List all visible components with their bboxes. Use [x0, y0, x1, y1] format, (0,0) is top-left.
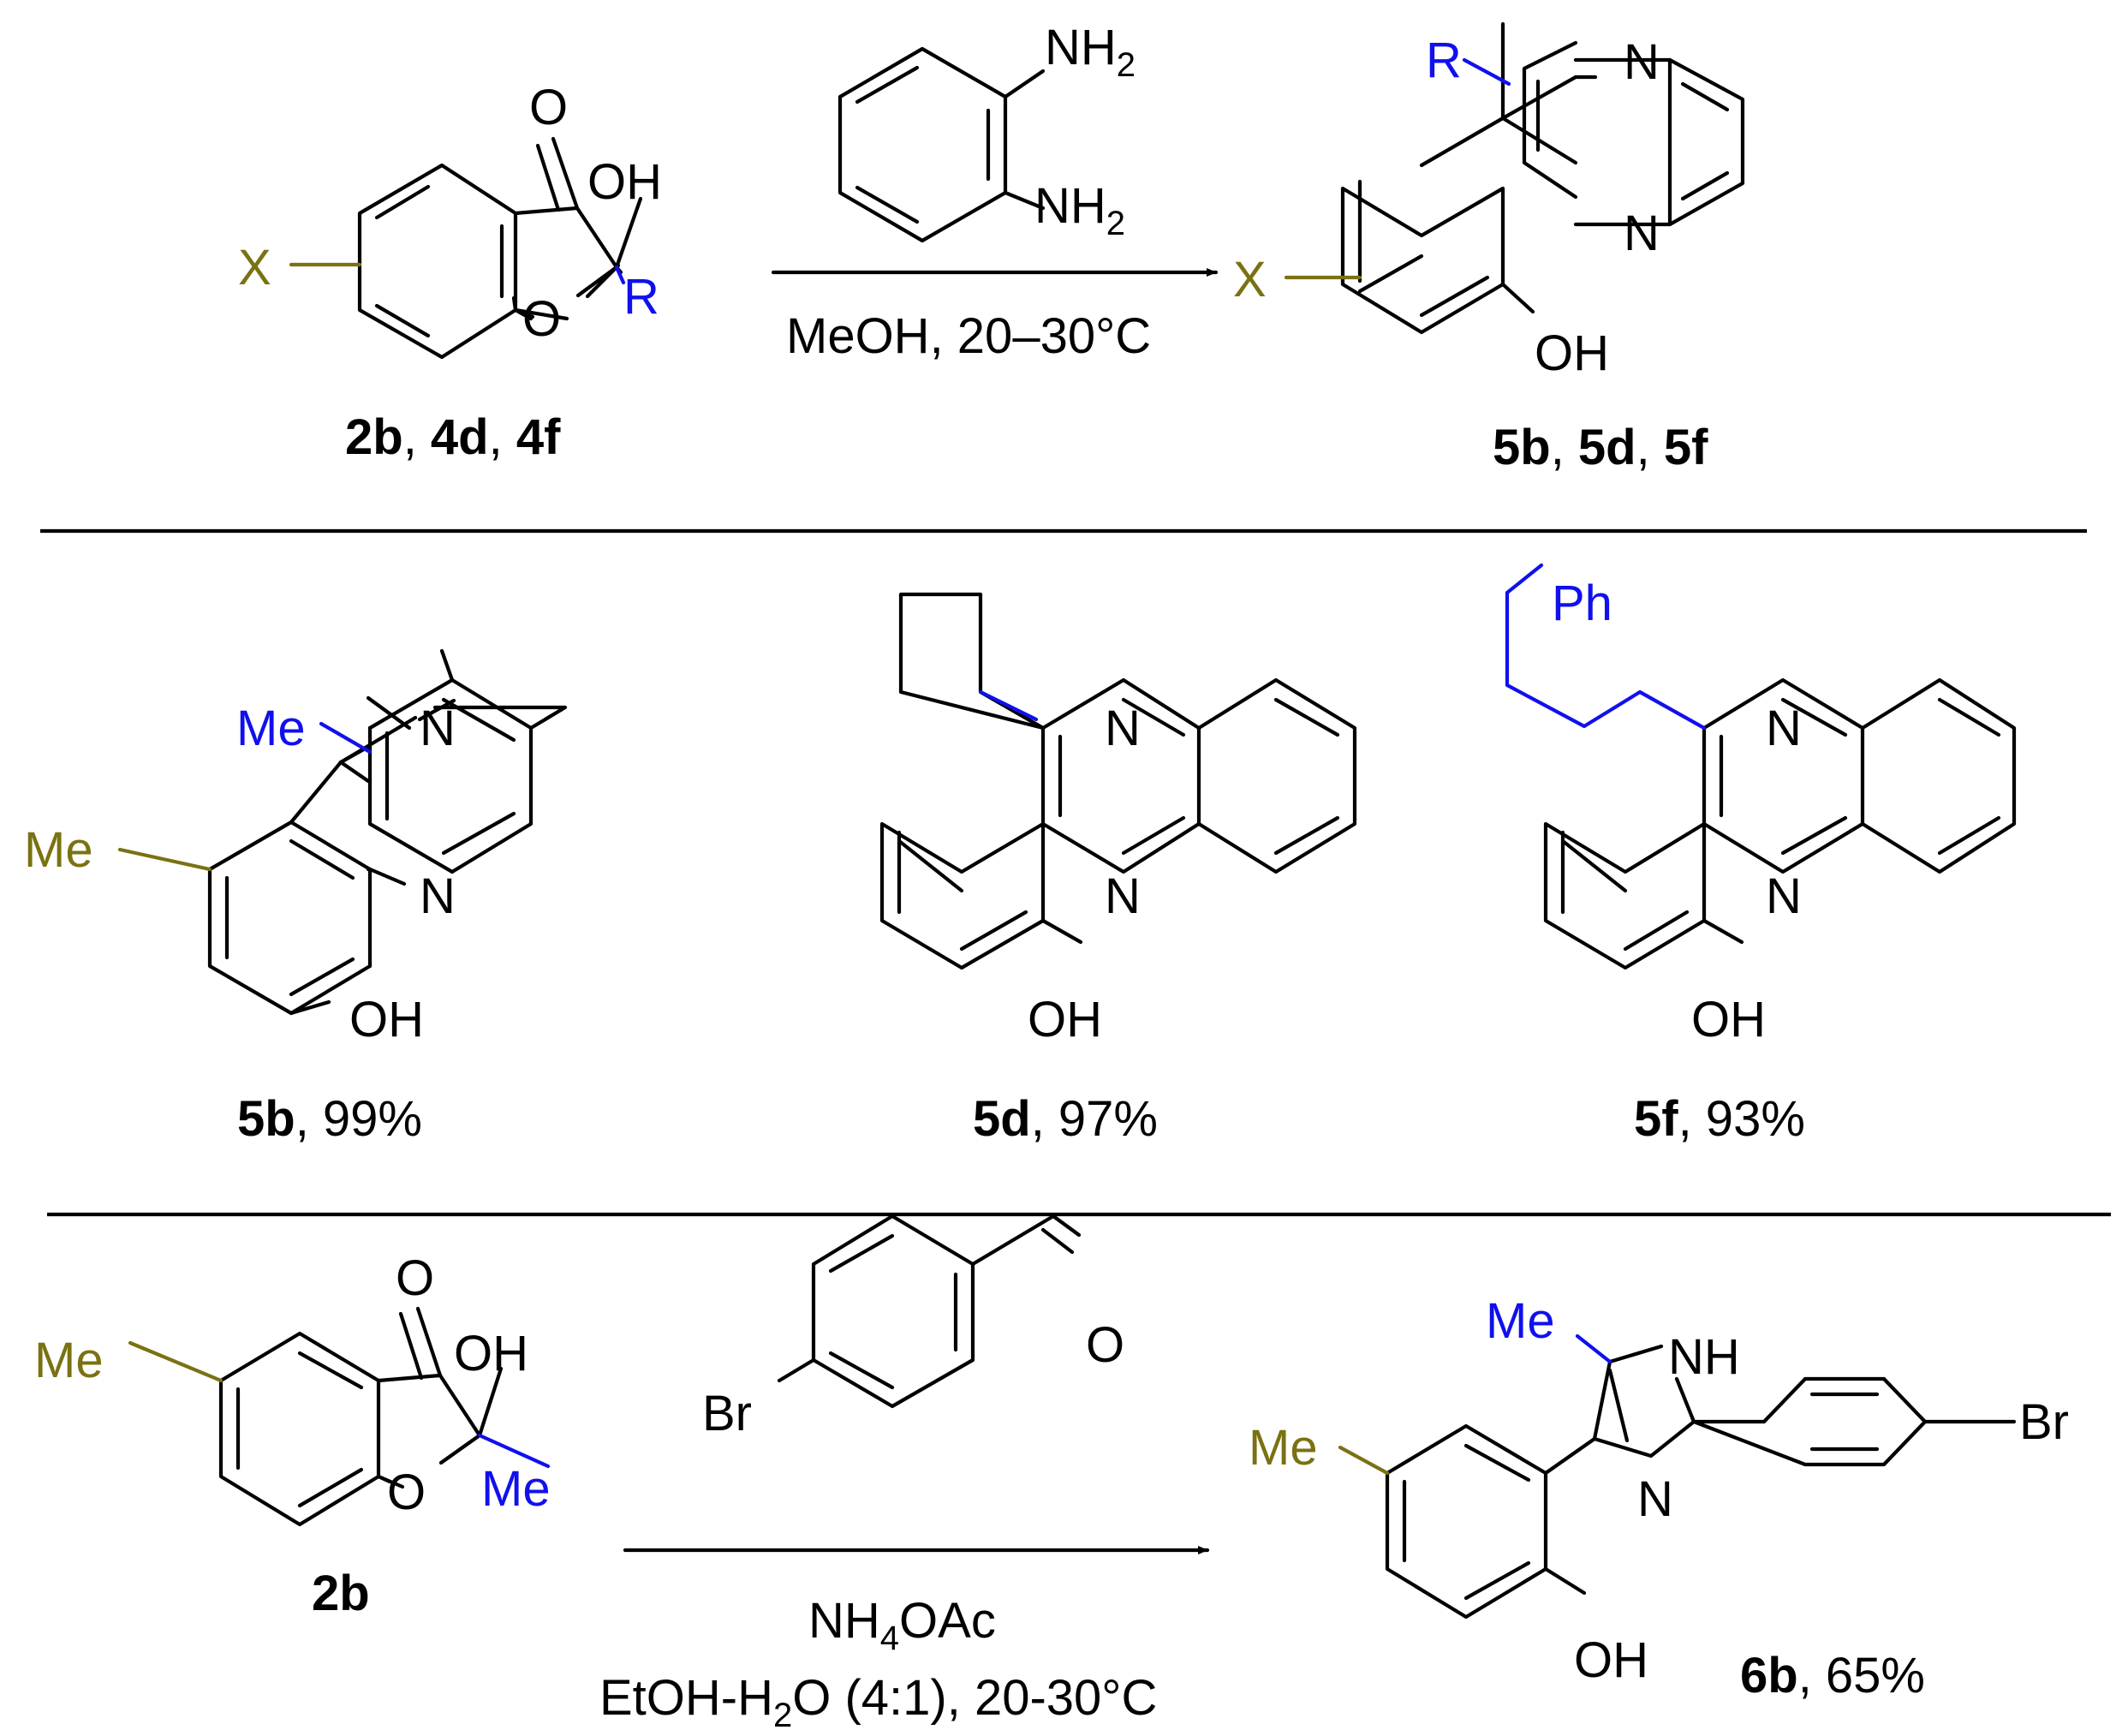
substituent-label: Me: [1249, 1420, 1318, 1476]
atom-label: OH: [1028, 992, 1102, 1047]
atom-label: N: [420, 701, 456, 756]
product-5d-yield: 5d, 97%: [973, 1091, 1158, 1147]
reactant-2b-label: 2b: [312, 1566, 370, 1621]
reactant-benzofuranone-general: O OH O R X: [238, 80, 662, 360]
atom-label: N: [1624, 206, 1660, 261]
atom-label: O: [1086, 1317, 1124, 1373]
atom-label: N: [1105, 701, 1141, 756]
atom-label: N: [1637, 1471, 1673, 1527]
product-6b-structure: Me Me NH N OH Br: [1249, 1293, 2069, 1688]
compound-id: 5d: [973, 1091, 1031, 1147]
atom-label: N: [1624, 34, 1660, 90]
yield-value: , 97%: [1031, 1091, 1158, 1147]
atom-label: N: [420, 868, 456, 924]
yield-value: , 99%: [295, 1091, 422, 1147]
compound-id: 5d: [1578, 420, 1636, 475]
substituent-label: Me: [1486, 1293, 1555, 1349]
substituent-label: Ph: [1552, 576, 1612, 631]
compound-id: 5b: [1493, 420, 1551, 475]
compound-id: 4d: [431, 409, 489, 465]
atom-label: OH: [587, 154, 662, 210]
atom-label: N: [1766, 701, 1802, 756]
reactant-compound-labels: 2b, 4d, 4f: [345, 409, 561, 465]
substituent-label: Me: [24, 822, 93, 878]
product-5d-structure: N N OH: [879, 592, 1357, 1047]
atom-label: N: [1105, 868, 1141, 924]
reactant-2b-structure: Me O OH O Me: [34, 1250, 551, 1527]
atom-label: NH2: [1034, 178, 1125, 242]
reagent-nh4oac: NH4OAc: [808, 1593, 996, 1657]
r-group-label: R: [1426, 33, 1462, 88]
atom-label: Br: [2019, 1394, 2069, 1450]
reaction-conditions: MeOH, 20–30°C: [786, 308, 1151, 364]
atom-label: Br: [702, 1386, 752, 1441]
yield-value: , 93%: [1678, 1091, 1805, 1147]
reagent-4-bromobenzaldehyde: O Br: [702, 1214, 1124, 1441]
product-6b-yield: 6b, 65%: [1740, 1648, 1925, 1703]
product-5f-yield: 5f, 93%: [1634, 1091, 1805, 1147]
reaction-conditions: EtOH-H2O (4:1), 20-30°C: [599, 1670, 1157, 1734]
atom-label: OH: [1535, 325, 1609, 381]
compound-id: 5f: [1634, 1091, 1678, 1147]
atom-label: O: [522, 291, 561, 347]
yield-value: , 65%: [1798, 1648, 1925, 1703]
atom-label: NH: [1668, 1329, 1740, 1385]
substituent-label: Me: [236, 701, 306, 756]
substituent-label: Me: [34, 1333, 104, 1388]
substituent-label: Me: [481, 1461, 551, 1517]
reagent-o-phenylenediamine: NH2 NH2: [837, 20, 1136, 243]
atom-label: OH: [1691, 992, 1766, 1047]
atom-label: N: [1766, 868, 1802, 924]
compound-id: 2b: [345, 409, 403, 465]
compound-id: 5b: [237, 1091, 295, 1147]
compound-id: 4f: [516, 409, 561, 465]
atom-label: OH: [349, 992, 424, 1047]
x-substituent-label: X: [1233, 252, 1267, 307]
atom-label: OH: [454, 1326, 528, 1381]
compound-id: 5f: [1664, 420, 1708, 475]
atom-label: O: [396, 1250, 434, 1306]
product-5b-structure: Me Me N N OH: [24, 648, 568, 1047]
atom-label: NH2: [1045, 20, 1136, 84]
product-5b-yield: 5b, 99%: [237, 1091, 422, 1147]
product-5f-structure: Ph N N OH: [1505, 563, 2017, 1047]
x-substituent-label: X: [238, 240, 271, 295]
atom-label: OH: [1574, 1632, 1648, 1688]
r-group-label: R: [623, 269, 659, 325]
product-quinoxaline-general: R N N OH X: [1233, 21, 1745, 381]
product-compound-labels: 5b, 5d, 5f: [1493, 420, 1708, 475]
compound-id: 6b: [1740, 1648, 1798, 1703]
atom-label: O: [529, 80, 568, 135]
atom-label: O: [387, 1465, 426, 1520]
